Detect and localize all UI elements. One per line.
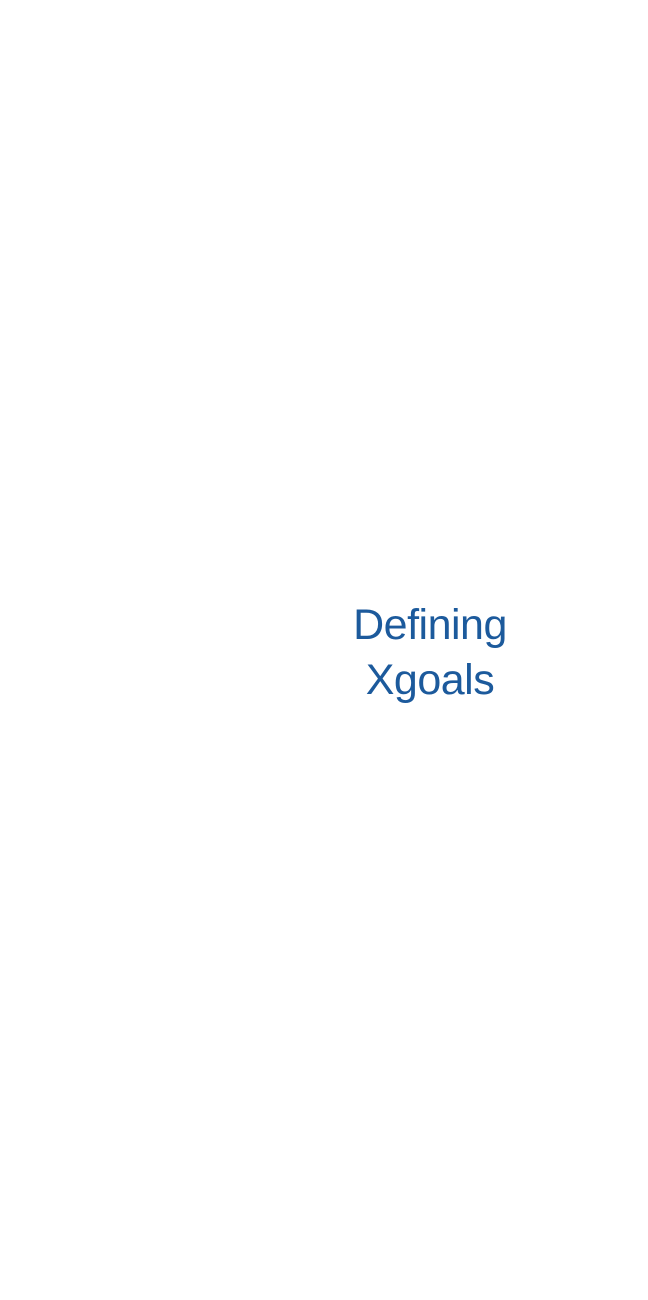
page-title: Defining Xgoals [353,601,507,704]
